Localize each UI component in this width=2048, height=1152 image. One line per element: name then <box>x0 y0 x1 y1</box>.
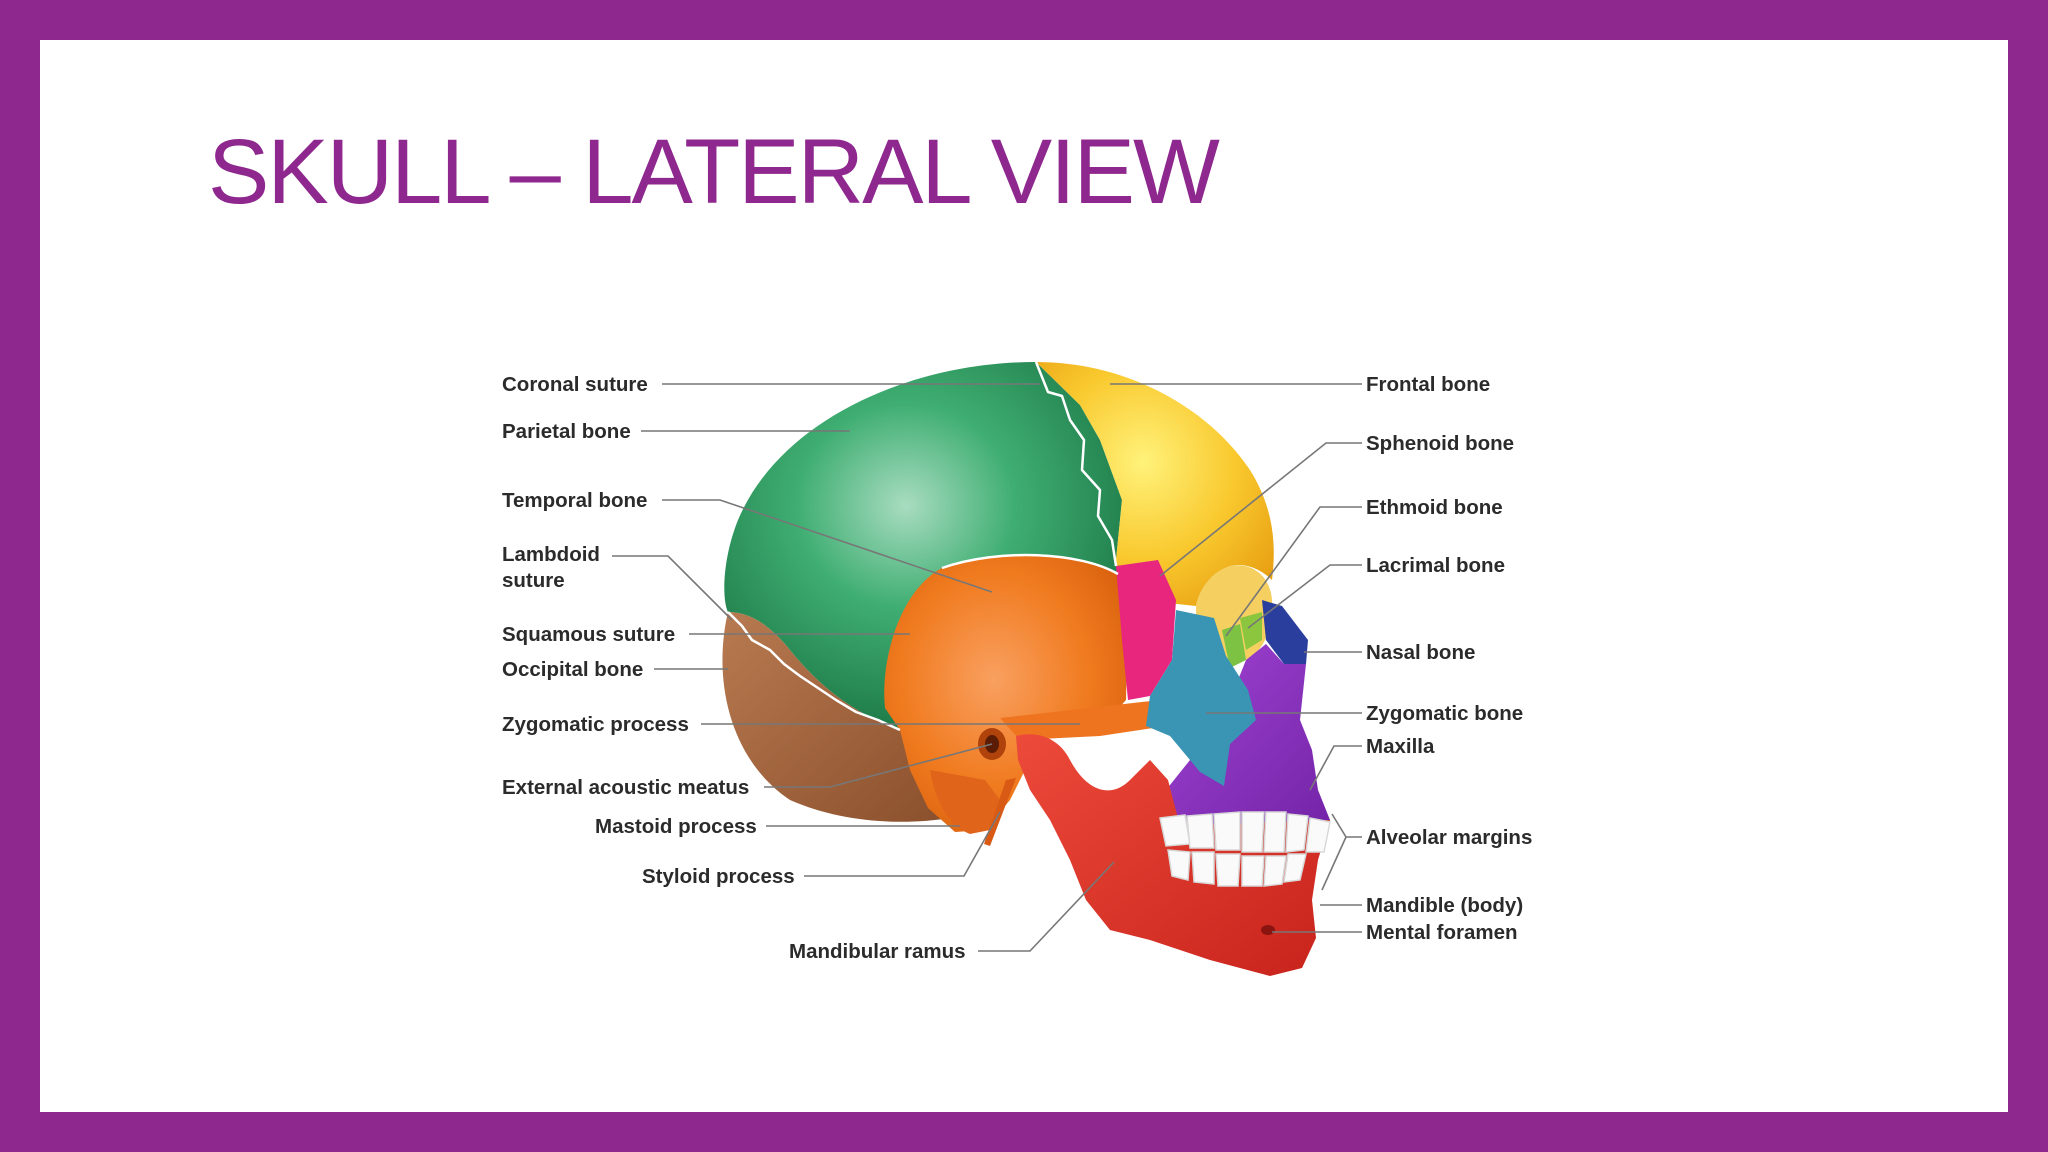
label-zygomatic-process: Zygomatic process <box>502 713 689 736</box>
label-mandible-body: Mandible (body) <box>1366 894 1523 917</box>
skull-illustration <box>722 361 1331 976</box>
label-mental-foramen: Mental foramen <box>1366 921 1518 944</box>
label-mastoid-process: Mastoid process <box>595 815 757 838</box>
occipital-bone-shape <box>722 612 950 822</box>
sphenoid-bone-shape <box>1116 560 1176 700</box>
frontal-bone-shape <box>1036 362 1274 612</box>
label-alveolar-margins: Alveolar margins <box>1366 826 1532 849</box>
label-occipital-bone: Occipital bone <box>502 658 643 681</box>
label-styloid-process: Styloid process <box>642 865 795 888</box>
label-lambdoid-suture-line1: Lambdoid <box>502 543 600 566</box>
label-zygomatic-bone: Zygomatic bone <box>1366 702 1523 725</box>
mastoid-shape <box>930 770 1000 834</box>
maxilla-shape <box>1158 644 1330 826</box>
label-external-acoustic-meatus: External acoustic meatus <box>502 776 749 799</box>
label-mandibular-ramus: Mandibular ramus <box>789 940 966 963</box>
label-lacrimal-bone: Lacrimal bone <box>1366 554 1505 577</box>
ethmoid-bone-shape <box>1222 624 1246 668</box>
lower-teeth <box>1167 849 1307 887</box>
zygomatic-arch-shape <box>1000 700 1180 740</box>
upper-teeth <box>1159 811 1331 853</box>
label-parietal-bone: Parietal bone <box>502 420 631 443</box>
mental-foramen-shape <box>1261 925 1275 935</box>
label-sphenoid-bone: Sphenoid bone <box>1366 432 1514 455</box>
zygomatic-bone-shape <box>1146 610 1256 786</box>
label-coronal-suture: Coronal suture <box>502 373 648 396</box>
label-temporal-bone: Temporal bone <box>502 489 647 512</box>
leader-lines <box>612 383 1362 952</box>
label-ethmoid-bone: Ethmoid bone <box>1366 496 1503 519</box>
label-squamous-suture: Squamous suture <box>502 623 675 646</box>
labels-left: Coronal suture Parietal bone Temporal bo… <box>502 373 966 963</box>
label-nasal-bone: Nasal bone <box>1366 641 1475 664</box>
label-lambdoid-suture-line2: suture <box>502 569 565 592</box>
label-maxilla: Maxilla <box>1366 735 1435 758</box>
labels-right: Frontal bone Sphenoid bone Ethmoid bone … <box>1366 373 1532 944</box>
slide-title: SKULL – LATERAL VIEW <box>208 121 1220 223</box>
temporal-bone-shape <box>884 555 1128 832</box>
label-frontal-bone: Frontal bone <box>1366 373 1490 396</box>
nasal-bone-shape <box>1262 600 1308 664</box>
